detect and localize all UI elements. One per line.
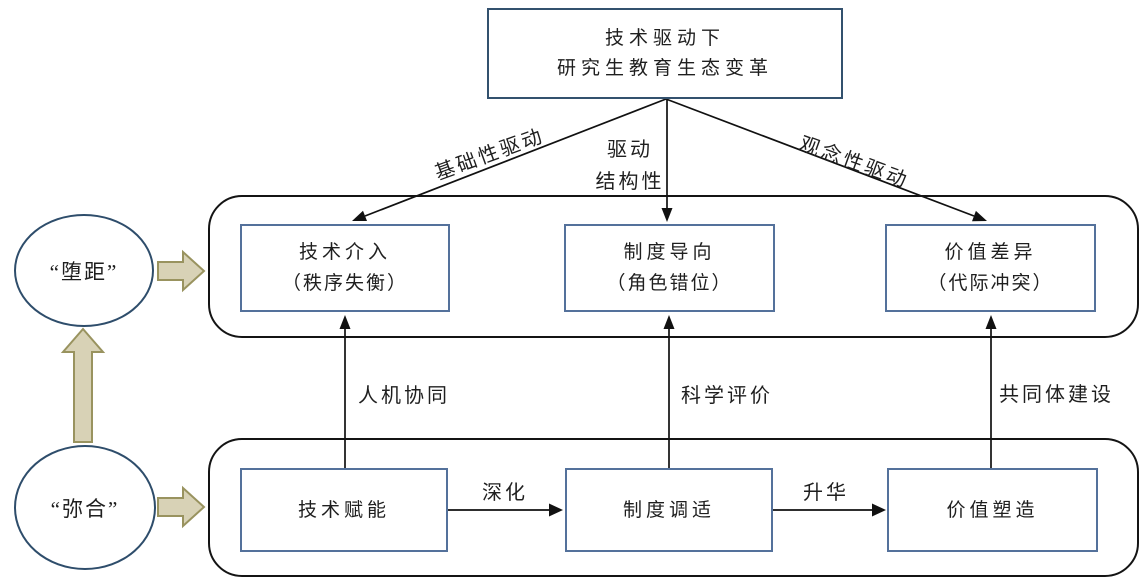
ellipse-bridging: “弥合” xyxy=(14,445,156,570)
box-institution-adjustment: 制度调适 xyxy=(565,468,773,552)
box-tech-intervention-line1: 技术介入 xyxy=(298,242,391,263)
box-tech-intervention: 技术介入 （秩序失衡） xyxy=(240,224,450,312)
title-line2: 研究生教育生态变革 xyxy=(556,57,773,79)
drive-middle-arrowhead-icon xyxy=(661,208,673,222)
flow2-arrowhead-icon xyxy=(872,503,886,517)
ellipse-gap-label: “堕距” xyxy=(49,259,119,284)
flow2-label: 升华 xyxy=(803,482,849,504)
box-institution-adjustment-label: 制度调适 xyxy=(622,499,715,521)
box-institution-orientation-line1: 制度导向 xyxy=(623,242,716,263)
drive-left-arrowhead-icon xyxy=(352,210,367,221)
box-value-shaping-label: 价值塑造 xyxy=(946,499,1039,521)
flow1-label: 深化 xyxy=(482,482,528,504)
box-tech-empowerment: 技术赋能 xyxy=(240,468,448,552)
bridge-middle-arrowhead-icon xyxy=(663,315,675,329)
bridge-right-arrowhead-icon xyxy=(985,315,997,329)
title-box: 技术驱动下 研究生教育生态变革 xyxy=(487,8,843,99)
block-arrow-right-bottom-icon xyxy=(157,485,206,529)
flow1-arrowhead-icon xyxy=(549,503,563,517)
box-value-difference: 价值差异 （代际冲突） xyxy=(885,224,1096,312)
title-line1: 技术驱动下 xyxy=(604,27,725,49)
drive-middle-label: 驱动 结构性 xyxy=(570,134,690,198)
block-arrow-right-top-icon xyxy=(157,249,206,293)
box-institution-orientation: 制度导向 （角色错位） xyxy=(564,224,775,312)
bridge-left-label: 人机协同 xyxy=(358,385,450,407)
block-arrow-up-icon xyxy=(60,327,106,443)
ellipse-bridging-label: “弥合” xyxy=(50,496,120,521)
box-value-difference-line2: （代际冲突） xyxy=(927,273,1054,294)
drive-right-arrowhead-icon xyxy=(972,210,987,222)
bottom-group-container xyxy=(208,438,1139,577)
box-tech-empowerment-label: 技术赋能 xyxy=(297,499,390,521)
bridge-middle-label: 科学评价 xyxy=(681,385,773,407)
drive-middle-label-line2: 结构性 xyxy=(595,171,665,193)
top-group-container xyxy=(208,195,1139,338)
box-value-difference-line1: 价值差异 xyxy=(944,242,1037,263)
box-tech-intervention-line2: （秩序失衡） xyxy=(281,273,408,294)
box-institution-orientation-line2: （角色错位） xyxy=(606,273,733,294)
ellipse-gap: “堕距” xyxy=(14,214,154,327)
bridge-left-arrowhead-icon xyxy=(339,315,351,329)
bridge-right-label: 共同体建设 xyxy=(999,384,1114,406)
box-value-shaping: 价值塑造 xyxy=(887,468,1098,552)
drive-middle-label-line1: 驱动 xyxy=(607,139,653,161)
